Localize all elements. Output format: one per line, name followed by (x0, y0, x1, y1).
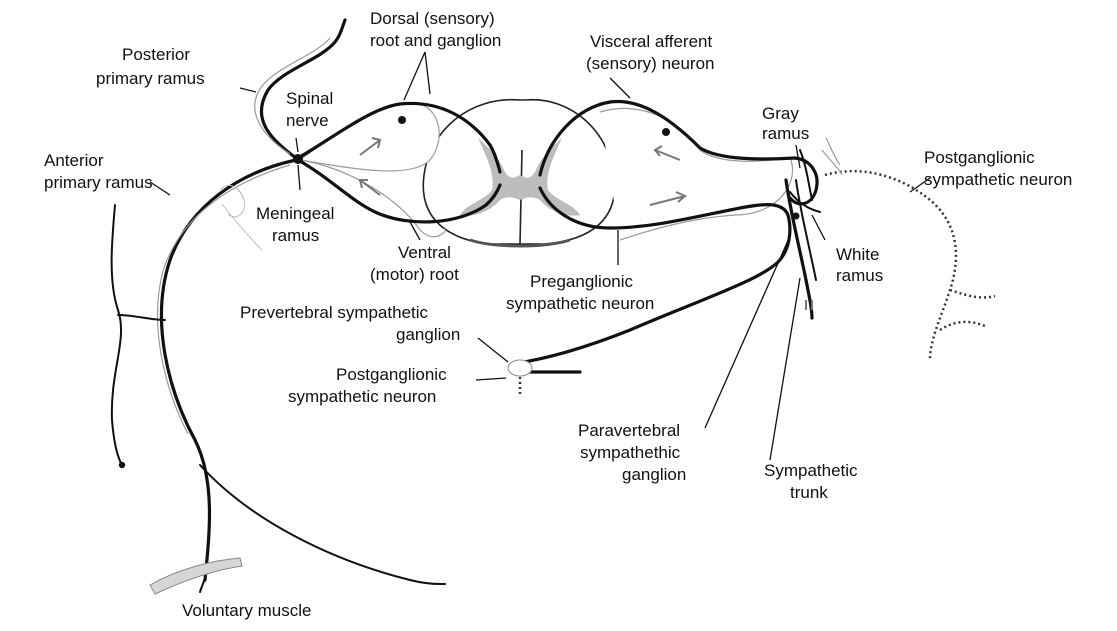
label-visceral-line1: Visceral afferent (590, 32, 712, 51)
label-anterior-line2: primary ramus (44, 173, 153, 192)
label-paravertebral-line2: sympathethic (580, 443, 681, 462)
label-prevertebral-line2: ganglion (396, 325, 460, 344)
dorsal-ganglion-cell (398, 116, 406, 124)
plexus-branch (112, 205, 122, 465)
label-dorsal-root-line2: root and ganglion (370, 31, 501, 50)
label-gray-line1: Gray (762, 104, 799, 123)
postganglionic-right-branch (950, 290, 995, 297)
plexus-ending (119, 462, 125, 468)
label-spinal-nerve-line1: Spinal (286, 89, 333, 108)
label-postganglionic-left-line1: Postganglionic (336, 365, 447, 384)
label-postganglionic-right-line1: Postganglionic (924, 148, 1035, 167)
paravertebral-ganglion-cell (793, 213, 800, 220)
label-meningeal-line2: ramus (272, 226, 319, 245)
label-trunk-line2: trunk (790, 483, 828, 502)
label-ventral-line1: Ventral (398, 243, 451, 262)
label-preganglionic-line1: Preganglionic (530, 272, 634, 291)
anterior-primary-ramus (161, 160, 296, 580)
label-meningeal-line1: Meningeal (256, 204, 334, 223)
voluntary-muscle-shape (150, 558, 242, 594)
gray-matter (460, 138, 580, 216)
label-dorsal-root-line1: Dorsal (sensory) (370, 9, 495, 28)
label-trunk-line1: Sympathetic (764, 461, 858, 480)
labels: Dorsal (sensory) root and ganglion Poste… (44, 9, 1072, 620)
label-spinal-nerve-line2: nerve (286, 111, 329, 130)
label-anterior-line1: Anterior (44, 151, 104, 170)
label-prevertebral-line1: Prevertebral sympathetic (240, 303, 429, 322)
label-posterior-line2: primary ramus (96, 69, 205, 88)
prevertebral-ganglion (508, 360, 532, 376)
postganglionic-right-outline (822, 138, 842, 175)
gray-ramus-path (800, 150, 812, 200)
label-gray-line2: ramus (762, 124, 809, 143)
label-ventral-line2: (motor) root (370, 265, 459, 284)
postganglionic-right-branch-2 (940, 322, 985, 330)
label-preganglionic-line2: sympathetic neuron (506, 294, 654, 313)
label-white-line1: White (836, 245, 879, 264)
label-postganglionic-right-line2: sympathetic neuron (924, 170, 1072, 189)
label-paravertebral-line3: ganglion (622, 465, 686, 484)
label-posterior-line1: Posterior (122, 45, 190, 64)
label-visceral-line2: (sensory) neuron (586, 54, 715, 73)
label-postganglionic-left-line2: sympathetic neuron (288, 387, 436, 406)
label-white-line2: ramus (836, 266, 883, 285)
label-voluntary-muscle: Voluntary muscle (182, 601, 311, 620)
spinal-cord-outline (423, 100, 614, 244)
visceral-ganglion-cell (662, 128, 670, 136)
label-paravertebral-line1: Paravertebral (578, 421, 680, 440)
spinal-nerve-junction (293, 154, 303, 164)
